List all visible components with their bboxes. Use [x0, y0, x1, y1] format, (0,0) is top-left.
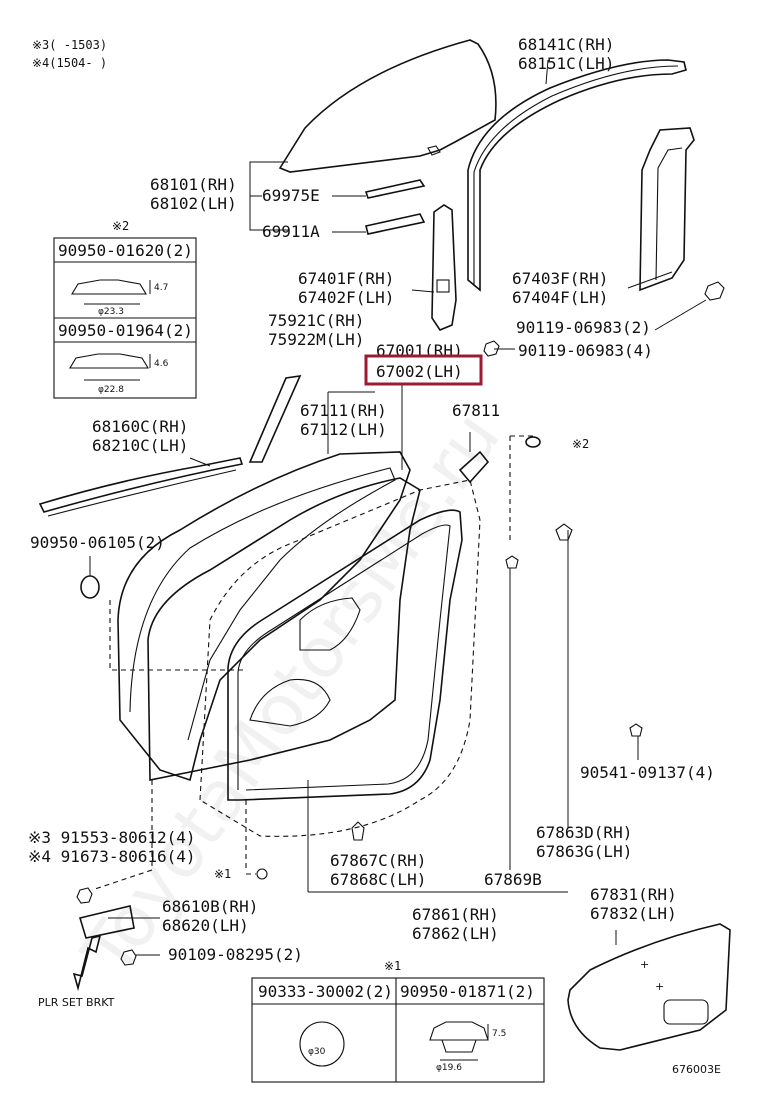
- rear-channel-inner: [655, 147, 683, 281]
- garnish-75921c: [248, 375, 302, 463]
- watermark: ToyotaMotorsMe.ru: [66, 397, 516, 990]
- inset-1-part-b: 90950-01871(2): [400, 982, 535, 1001]
- highlight-box: [364, 354, 483, 386]
- inset-1-mark: ※1: [384, 959, 401, 973]
- rear-channel: [639, 127, 695, 292]
- door-panel: [147, 477, 421, 781]
- label-plr-set-brkt: PLR SET BRKT: [38, 996, 115, 1009]
- clip-icon: [351, 523, 643, 841]
- label-67832: 67832(LH): [590, 904, 677, 923]
- door-glass: [278, 39, 497, 173]
- inset-2-dim-b-h: 4.6: [154, 359, 169, 369]
- label-67402f: 67402F(LH): [298, 288, 394, 307]
- label-67404f: 67404F(LH): [512, 288, 608, 307]
- label-67863d: 67863D(RH): [536, 823, 632, 842]
- label-75921c: 75921C(RH): [268, 311, 364, 330]
- hinge-icon: [76, 887, 137, 966]
- label-90119-a: 90119-06983(2): [516, 318, 651, 337]
- inset-1-frame: [251, 977, 545, 1083]
- pad-67811: [458, 450, 490, 484]
- door-frame-inner: [129, 467, 396, 741]
- hole-cover-a-icon: [299, 1021, 345, 1067]
- label-90541: 90541-09137(4): [580, 763, 715, 782]
- glass-clip: [427, 145, 441, 156]
- label-68151c: 68151C(LH): [518, 54, 614, 73]
- grommet-icon: [525, 436, 541, 448]
- grommet-a-icon: [71, 279, 147, 295]
- inset-2-part-a: 90950-01620(2): [58, 241, 193, 260]
- label-67868c: 67868C(LH): [330, 870, 426, 889]
- door-panel-window: [299, 597, 361, 651]
- trim-mark: +: [655, 980, 664, 993]
- label-68141c: 68141C(RH): [518, 35, 614, 54]
- door-panel-holes: [249, 678, 331, 727]
- label-67869b: 67869B: [484, 870, 542, 889]
- label-67002: 67002(LH): [376, 362, 463, 381]
- trim-panel-window: [663, 999, 709, 1025]
- watermark-text: ToyotaMotorsMe.ru: [66, 397, 516, 990]
- label-91673: ※4 91673-80616(4): [28, 847, 196, 866]
- service-cover-outline: [199, 479, 481, 837]
- grommet-b-icon: [69, 353, 149, 369]
- hole-plug-icon: [80, 575, 100, 599]
- label-68102: 68102(LH): [150, 194, 237, 213]
- inset-1-dim-b-h: 7.5: [492, 1029, 506, 1039]
- belt-moulding: [38, 457, 244, 513]
- inset-2-part-b: 90950-01964(2): [58, 321, 193, 340]
- label-67831: 67831(RH): [590, 885, 677, 904]
- hole-cover-icon: [256, 868, 268, 880]
- label-68101: 68101(RH): [150, 175, 237, 194]
- label-star2: ※2: [572, 437, 589, 451]
- weatherstrip-69975e: [364, 179, 426, 199]
- inset-box-2: ※2 90950-01620(2) 4.7 φ23.3 90950-01964(…: [53, 219, 197, 399]
- label-69911a: 69911A: [262, 222, 320, 241]
- label-67867c: 67867C(RH): [330, 851, 426, 870]
- label-67112: 67112(LH): [300, 420, 387, 439]
- label-75922m: 75922M(LH): [268, 330, 364, 349]
- note-4: ※4(1504- ): [32, 56, 107, 70]
- trim-panel-67831: [567, 923, 731, 1051]
- door-weatherstrip: [227, 509, 463, 801]
- label-68210c: 68210C(LH): [92, 436, 188, 455]
- channel-bracket: [436, 279, 450, 293]
- trim-mark: +: [640, 958, 649, 971]
- label-diagram-code: 676003E: [672, 1063, 721, 1076]
- belt-moulding-inner: [47, 469, 237, 517]
- label-91553: ※3 91553-80612(4): [28, 828, 196, 847]
- leader-lines: [89, 59, 707, 956]
- plr-arrow-icon: [72, 934, 102, 992]
- label-67862: 67862(LH): [412, 924, 499, 943]
- label-90119-b: 90119-06983(4): [518, 341, 653, 360]
- label-67863g: 67863G(LH): [536, 842, 632, 861]
- label-67401f: 67401F(RH): [298, 269, 394, 288]
- label-90109: 90109-08295(2): [168, 945, 303, 964]
- label-90950-06105: 90950-06105(2): [30, 533, 165, 552]
- label-68610b: 68610B(RH): [162, 897, 258, 916]
- inset-1-dim-b-d: φ19.6: [436, 1063, 462, 1073]
- label-67403f: 67403F(RH): [512, 269, 608, 288]
- label-68160c: 68160C(RH): [92, 417, 188, 436]
- inset-1-part-a: 90333-30002(2): [258, 982, 393, 1001]
- grommet-c-icon: [429, 1021, 489, 1041]
- inset-2-dim-a-h: 4.7: [154, 283, 168, 293]
- label-68620: 68620(LH): [162, 916, 249, 935]
- label-star1: ※1: [214, 867, 231, 881]
- note-3: ※3( -1503): [32, 38, 107, 52]
- glass-run-inner: [473, 65, 679, 285]
- bolt-icon: [483, 281, 725, 357]
- glass-run-channel: [467, 59, 687, 292]
- label-67811: 67811: [452, 401, 500, 420]
- inset-2-dim-b-d: φ22.8: [98, 385, 124, 395]
- front-lower-channel: [431, 204, 457, 331]
- label-69975e: 69975E: [262, 186, 320, 205]
- label-67111: 67111(RH): [300, 401, 387, 420]
- inset-2-mark: ※2: [112, 219, 129, 233]
- label-67861: 67861(RH): [412, 905, 499, 924]
- inset-2-dim-a-d: φ23.3: [98, 307, 124, 317]
- inset-box-1: ※1 90333-30002(2) 90950-01871(2) φ30 7.5…: [251, 959, 545, 1083]
- inset-1-dim-a-d: φ30: [308, 1047, 326, 1057]
- door-weatherstrip-inner: [237, 524, 451, 791]
- weatherstrip-69911a: [365, 213, 426, 235]
